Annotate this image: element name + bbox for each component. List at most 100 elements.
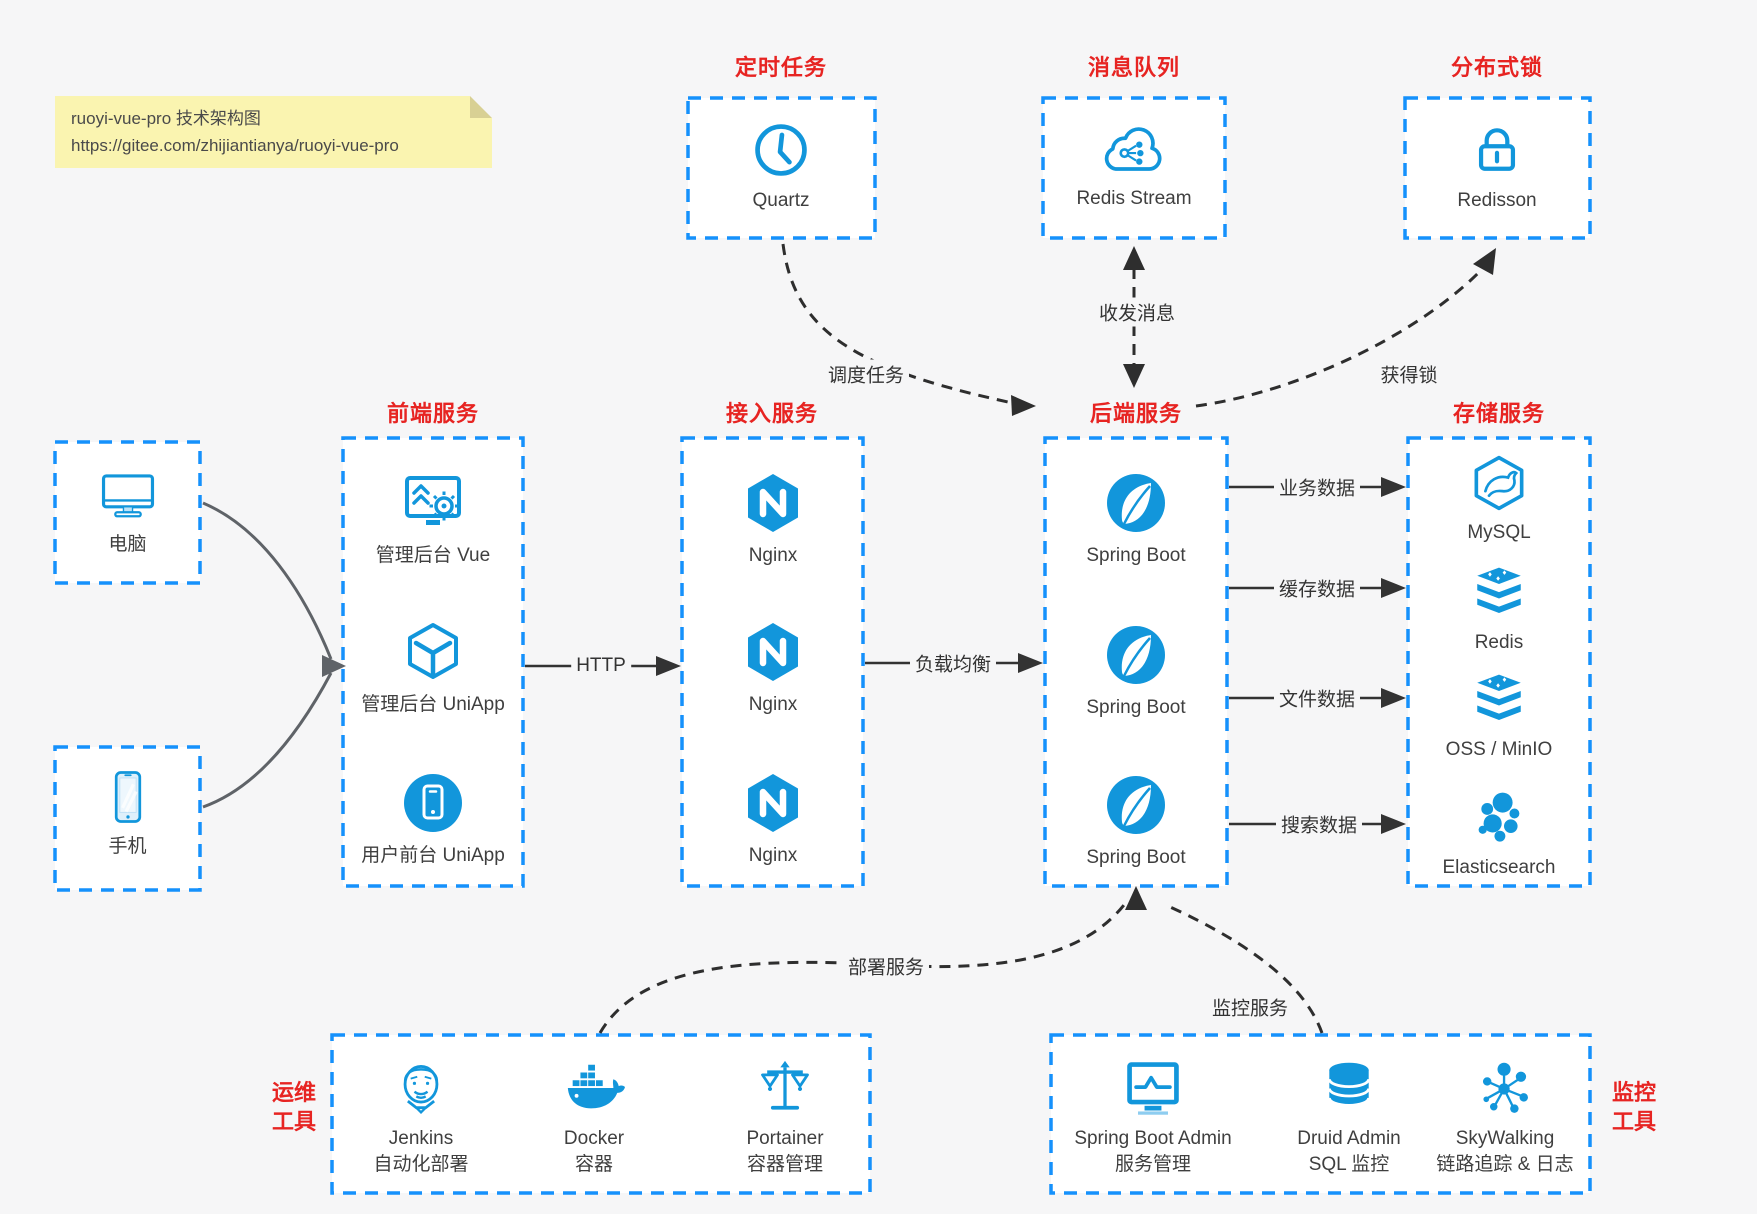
note-title: ruoyi-vue-pro 技术架构图 xyxy=(71,109,261,128)
node-admin-uniapp: 管理后台 UniApp xyxy=(343,620,523,717)
node-label: OSS / MinIO xyxy=(1445,739,1553,760)
uniapp-cube-icon xyxy=(408,623,458,679)
node-spring-boot-admin: Spring Boot Admin 服务管理 xyxy=(1043,1058,1263,1178)
client-arrows xyxy=(202,501,346,809)
node-nginx-3: Nginx xyxy=(683,771,863,868)
node-docker: Docker 容器 xyxy=(484,1058,704,1178)
node-label: 用户前台 UniApp xyxy=(361,845,505,866)
node-spring-boot-3: Spring Boot xyxy=(1046,773,1226,870)
node-sublabel: 自动化部署 xyxy=(373,1154,469,1175)
elasticsearch-icon xyxy=(1478,792,1520,842)
node-elasticsearch: Elasticsearch xyxy=(1409,789,1589,880)
node-phone-client: 手机 xyxy=(55,768,200,859)
title-access: 接入服务 xyxy=(725,401,819,426)
node-label: Spring Boot xyxy=(1086,847,1186,868)
skywalking-icon xyxy=(1482,1062,1528,1113)
edge-label-cache-data: 缓存数据 xyxy=(1273,573,1361,603)
edge-label-business-data: 业务数据 xyxy=(1273,472,1361,502)
node-spring-boot-1: Spring Boot xyxy=(1046,471,1226,568)
node-mysql: MySQL xyxy=(1409,454,1589,545)
title-backend: 后端服务 xyxy=(1089,401,1183,426)
acquire-lock-arrow xyxy=(1195,248,1496,408)
oss-icon xyxy=(1477,674,1521,720)
frame-scheduled-tasks xyxy=(686,96,877,240)
title-message-queue: 消息队列 xyxy=(1087,55,1181,80)
node-sublabel: 链路追踪 & 日志 xyxy=(1436,1154,1574,1175)
node-label: Redisson xyxy=(1457,190,1537,211)
title-storage: 存储服务 xyxy=(1452,401,1546,426)
node-label: 电脑 xyxy=(108,534,147,555)
node-sublabel: 容器管理 xyxy=(746,1154,823,1175)
smartphone-icon xyxy=(114,771,141,823)
node-label: MySQL xyxy=(1467,522,1531,543)
note-url: https://gitee.com/zhijiantianya/ruoyi-vu… xyxy=(71,136,399,155)
label-ops-tools: 运维 工具 xyxy=(271,1080,317,1134)
node-nginx-2: Nginx xyxy=(683,620,863,717)
node-quartz: Quartz xyxy=(691,120,871,213)
node-label: Quartz xyxy=(752,190,810,211)
nginx-icon xyxy=(748,623,798,681)
node-label: Druid Admin xyxy=(1297,1128,1401,1149)
node-portainer: Portainer 容器管理 xyxy=(675,1058,895,1178)
title-frontend: 前端服务 xyxy=(386,401,480,426)
mysql-icon xyxy=(1474,455,1524,511)
lock-icon xyxy=(1478,128,1516,171)
node-sublabel: 服务管理 xyxy=(1114,1154,1191,1175)
spring-boot-icon xyxy=(1107,474,1165,532)
admin-vue-icon xyxy=(405,476,461,525)
sticky-note: ruoyi-vue-pro 技术架构图 https://gitee.com/zh… xyxy=(55,96,492,168)
user-app-icon xyxy=(404,774,462,832)
edge-label-monitor-service: 监控服务 xyxy=(1206,992,1294,1022)
node-label: Elasticsearch xyxy=(1442,857,1556,878)
node-label: Redis xyxy=(1474,632,1524,653)
edge-label-http: HTTP xyxy=(571,654,631,678)
node-label: Spring Boot xyxy=(1086,545,1186,566)
node-label: Portainer xyxy=(746,1128,824,1149)
node-sublabel: SQL 监控 xyxy=(1308,1154,1390,1175)
schedule-task-arrow xyxy=(781,243,1036,416)
portainer-icon xyxy=(761,1060,809,1110)
node-label: Jenkins xyxy=(388,1128,454,1149)
node-label: Redis Stream xyxy=(1076,188,1192,209)
node-redisson: Redisson xyxy=(1407,120,1587,213)
node-nginx-1: Nginx xyxy=(683,471,863,568)
title-distributed-lock: 分布式锁 xyxy=(1450,55,1544,80)
nginx-icon xyxy=(748,774,798,832)
clock-icon xyxy=(755,124,807,176)
edge-label-deploy-service: 部署服务 xyxy=(842,951,930,981)
jenkins-icon xyxy=(403,1065,439,1115)
node-label: Docker xyxy=(563,1128,625,1149)
title-scheduled-tasks: 定时任务 xyxy=(734,55,828,80)
node-label: SkyWalking xyxy=(1455,1128,1555,1149)
node-label: Spring Boot xyxy=(1086,697,1186,718)
edge-label-search-data: 搜索数据 xyxy=(1275,809,1363,839)
node-user-uniapp: 用户前台 UniApp xyxy=(343,771,523,868)
node-label: 管理后台 Vue xyxy=(375,545,491,566)
edge-label-load-balance: 负载均衡 xyxy=(909,648,997,678)
node-label: Nginx xyxy=(748,845,798,866)
node-label: Nginx xyxy=(748,694,798,715)
node-label: 手机 xyxy=(108,836,147,857)
frame-ops-tools xyxy=(330,1033,872,1195)
spring-boot-admin-icon xyxy=(1127,1062,1179,1115)
nginx-icon xyxy=(748,474,798,532)
label-monitor-tools: 监控 工具 xyxy=(1611,1080,1657,1134)
desktop-icon xyxy=(101,474,154,518)
node-redis-stream: Redis Stream xyxy=(1044,124,1224,211)
edge-label-schedule-task: 调度任务 xyxy=(822,359,910,389)
edge-label-acquire-lock: 获得锁 xyxy=(1375,359,1443,389)
node-pc-client: 电脑 xyxy=(55,466,200,557)
edge-label-send-receive-message: 收发消息 xyxy=(1093,297,1181,327)
spring-boot-icon xyxy=(1107,626,1165,684)
node-jenkins: Jenkins 自动化部署 xyxy=(311,1058,531,1178)
note-fold-corner xyxy=(470,96,492,118)
node-skywalking: SkyWalking 链路追踪 & 日志 xyxy=(1395,1058,1615,1178)
docker-icon xyxy=(567,1064,625,1109)
node-label: Nginx xyxy=(748,545,798,566)
node-spring-boot-2: Spring Boot xyxy=(1046,623,1226,720)
node-oss-minio: OSS / MinIO xyxy=(1409,671,1589,762)
edge-label-file-data: 文件数据 xyxy=(1273,683,1361,713)
druid-icon xyxy=(1327,1062,1371,1107)
node-label: 管理后台 UniApp xyxy=(361,694,505,715)
